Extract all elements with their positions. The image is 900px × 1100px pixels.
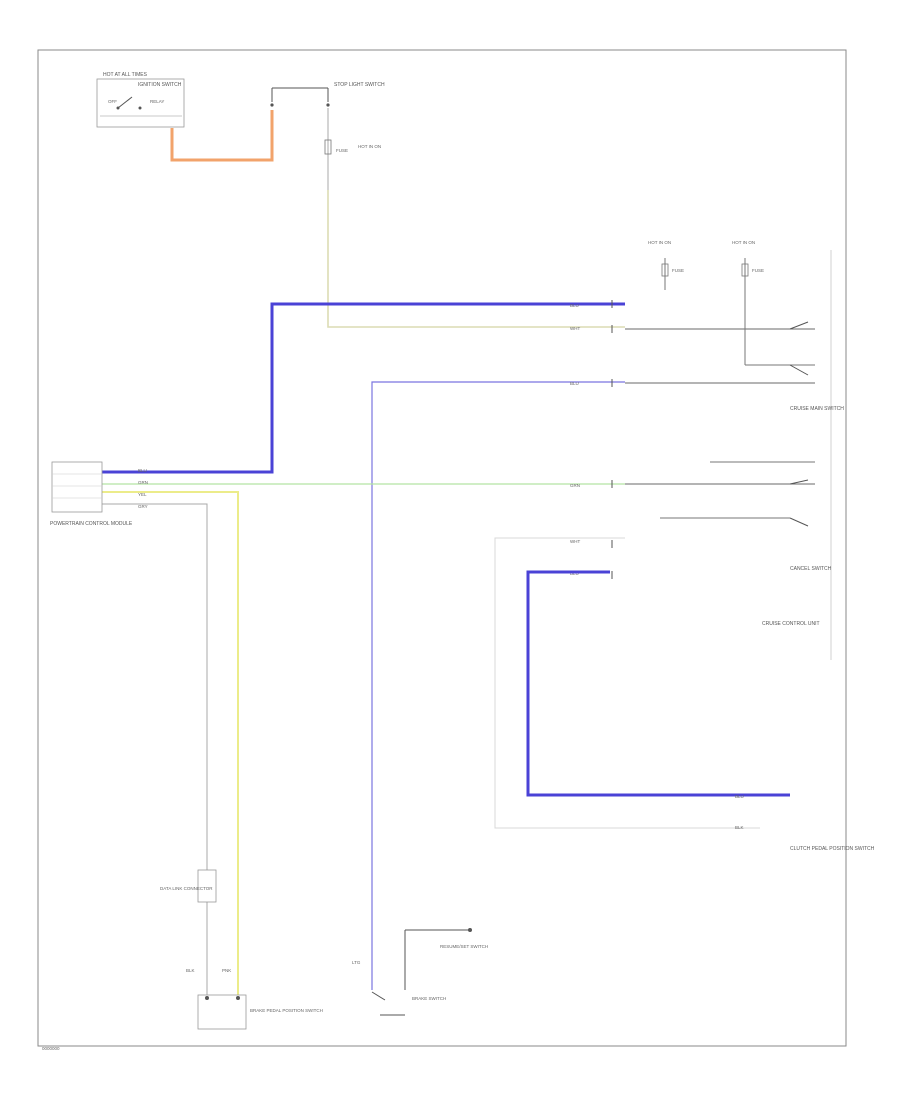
- cruise-main-label: CRUISE MAIN SWITCH: [790, 406, 844, 412]
- wire-code-yel-a: YEL: [138, 492, 147, 497]
- cancel-switch-label: CANCEL SWITCH: [790, 566, 832, 572]
- connector-column: BLU WHT BLU GRN WHT BLU: [570, 300, 613, 579]
- wire-blue-lower: [526, 570, 790, 797]
- wire-blue-thin: [371, 381, 625, 990]
- wire-code-wht-a: WHT: [570, 326, 580, 331]
- hot-in-on-b-label: HOT IN ON: [648, 240, 671, 245]
- wire-code-grn-a: GRN: [138, 480, 148, 485]
- resume-set-label: RESUME/SET SWITCH: [440, 944, 488, 949]
- fuse-right-a-label: FUSE: [672, 268, 684, 273]
- stop-light-switch-label: STOP LIGHT SWITCH: [334, 82, 385, 88]
- wire-code-blk-b: BLK: [186, 968, 195, 973]
- fuse-right-b-label: FUSE: [752, 268, 764, 273]
- ignition-switch: HOT AT ALL TIMES IGNITION SWITCH OFF REL…: [96, 72, 185, 128]
- wire-code-blu-e: BLU: [735, 794, 744, 799]
- wire-orange: [170, 110, 274, 162]
- ignition-switch-label: IGNITION SWITCH: [138, 82, 182, 88]
- fuse-right-b: HOT IN ON FUSE: [732, 240, 815, 366]
- hot-in-on-c-label: HOT IN ON: [732, 240, 755, 245]
- bracket-right: [494, 537, 760, 829]
- diagram-frame: [37, 49, 847, 1047]
- clutch-switch-label: CLUTCH PEDAL POSITION SWITCH: [790, 846, 875, 852]
- cruise-main-switch: CRUISE MAIN SWITCH: [789, 321, 844, 412]
- wire-code-wht-b: WHT: [570, 539, 580, 544]
- wire-code-gry-a: GRY: [138, 504, 148, 509]
- data-link-connector: DATA LINK CONNECTOR: [160, 869, 217, 903]
- wire-code-blu-a: BLU: [138, 468, 147, 473]
- data-link-label: DATA LINK CONNECTOR: [160, 886, 213, 891]
- hot-all-times-label: HOT AT ALL TIMES: [103, 72, 148, 78]
- wire-blue-main: [100, 302, 625, 474]
- fuse-top: FUSE HOT IN ON: [324, 108, 381, 190]
- wire-code-blu-c: BLU: [570, 381, 579, 386]
- ignition-off-label: OFF: [108, 99, 117, 104]
- cancel-switch: CANCEL SWITCH: [660, 461, 832, 572]
- wire-yellow: [100, 491, 239, 995]
- cruise-control-unit-label: CRUISE CONTROL UNIT: [762, 621, 820, 627]
- wire-code-pnk-a: PNK: [222, 968, 231, 973]
- brake-pedal-position-label: BRAKE PEDAL POSITION SWITCH: [250, 1008, 323, 1013]
- footer-code: 0000000: [42, 1046, 60, 1051]
- hot-in-on-label: HOT IN ON: [358, 144, 381, 149]
- wire-code-grn-b: GRN: [570, 483, 580, 488]
- wire-code-ltg-a: LTG: [352, 960, 361, 965]
- brake-switch: RESUME/SET SWITCH LTG BRAKE SWITCH: [352, 928, 488, 1016]
- stop-light-switch: STOP LIGHT SWITCH: [270, 82, 385, 107]
- brake-switch-label: BRAKE SWITCH: [412, 996, 446, 1001]
- wire-code-blk-a: BLK: [735, 825, 744, 830]
- wire-code-blu-b: BLU: [570, 303, 579, 308]
- fuse-right-a: HOT IN ON FUSE: [648, 240, 684, 290]
- fuse-top-label: FUSE: [336, 148, 348, 153]
- wire-tan: [327, 190, 625, 328]
- powertrain-module: POWERTRAIN CONTROL MODULE: [50, 461, 133, 527]
- ignition-relay-label: RELAY: [150, 99, 164, 104]
- brake-pedal-position-switch: BRAKE PEDAL POSITION SWITCH: [197, 994, 323, 1030]
- pcm-label: POWERTRAIN CONTROL MODULE: [50, 521, 133, 527]
- wire-gray-left: [100, 503, 208, 995]
